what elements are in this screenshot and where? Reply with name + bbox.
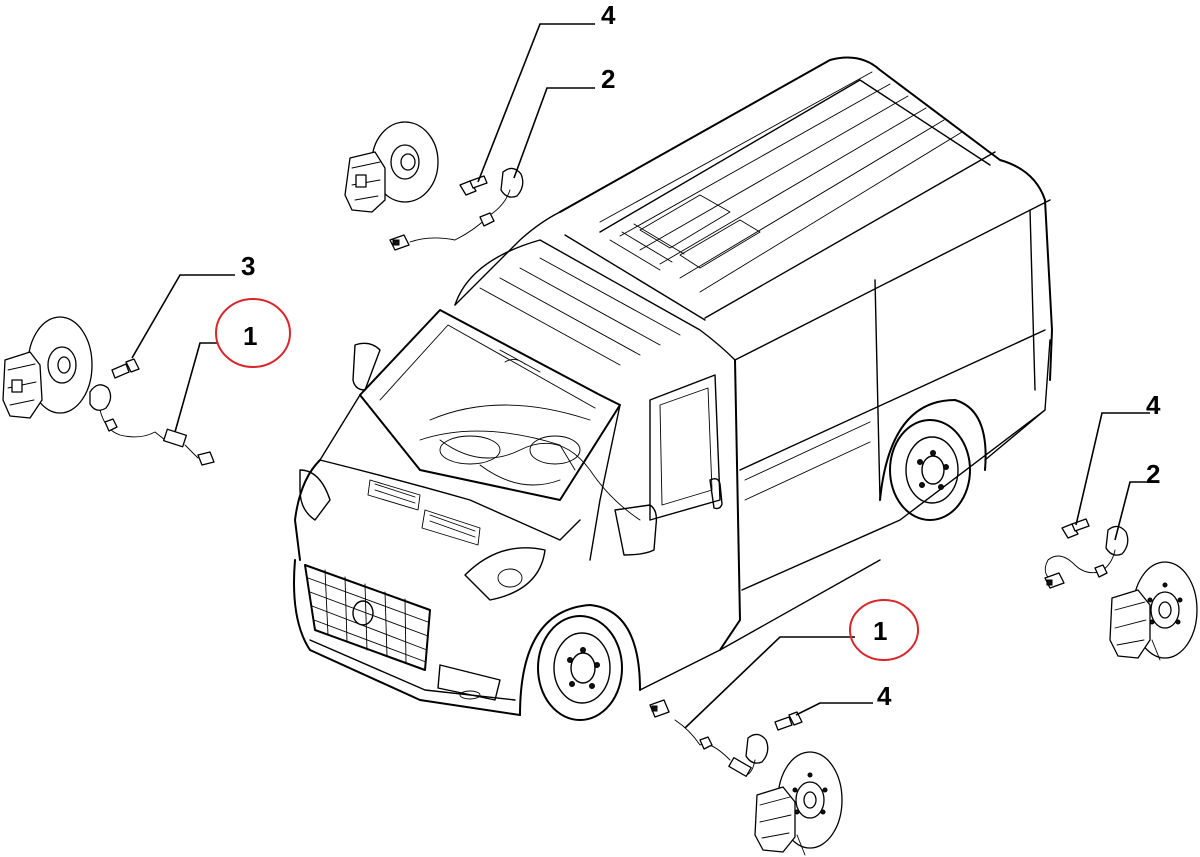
wheel-speed-sensor-right xyxy=(1044,525,1129,589)
wheel-speed-sensor-bottom xyxy=(649,699,769,777)
callout-left-3: 3 xyxy=(241,251,255,281)
wheel-speed-sensor-left xyxy=(89,384,215,466)
rear-wheel xyxy=(879,399,987,521)
bolt-left xyxy=(111,358,140,379)
bolt-top xyxy=(459,175,488,196)
van-body xyxy=(293,56,1053,721)
brand-badge xyxy=(352,600,374,626)
roof-ribs xyxy=(599,71,963,293)
callout-right-2: 2 xyxy=(1146,459,1160,489)
bolt-bottom xyxy=(774,711,803,731)
callout-left-1: 1 xyxy=(243,321,257,351)
right-headlight xyxy=(464,547,546,601)
front-grille xyxy=(304,564,431,671)
left-mirror xyxy=(352,342,381,391)
callout-top-2: 2 xyxy=(601,64,615,94)
highlight-circle-left-1 xyxy=(215,298,291,368)
callout-labels: 4 2 3 1 4 2 1 4 xyxy=(241,0,1161,711)
leader-lines xyxy=(131,23,1150,729)
front-left-brake-assembly xyxy=(344,121,439,213)
front-wheel xyxy=(519,604,641,721)
callout-bottom-1: 1 xyxy=(873,616,887,646)
callout-top-4: 4 xyxy=(601,0,616,30)
wheel-speed-sensor-top xyxy=(389,167,524,251)
highlight-circles xyxy=(215,298,919,661)
highlight-circle-bottom-1 xyxy=(849,599,919,661)
right-mirror xyxy=(614,504,658,556)
left-headlight xyxy=(299,469,331,521)
front-right-brake-assembly xyxy=(754,751,843,856)
callout-bottom-4: 4 xyxy=(877,681,892,711)
rear-right-brake-assembly xyxy=(1109,561,1198,661)
callout-right-4: 4 xyxy=(1146,390,1161,420)
rear-left-brake-assembly xyxy=(2,316,93,419)
bolt-right xyxy=(1061,518,1090,539)
